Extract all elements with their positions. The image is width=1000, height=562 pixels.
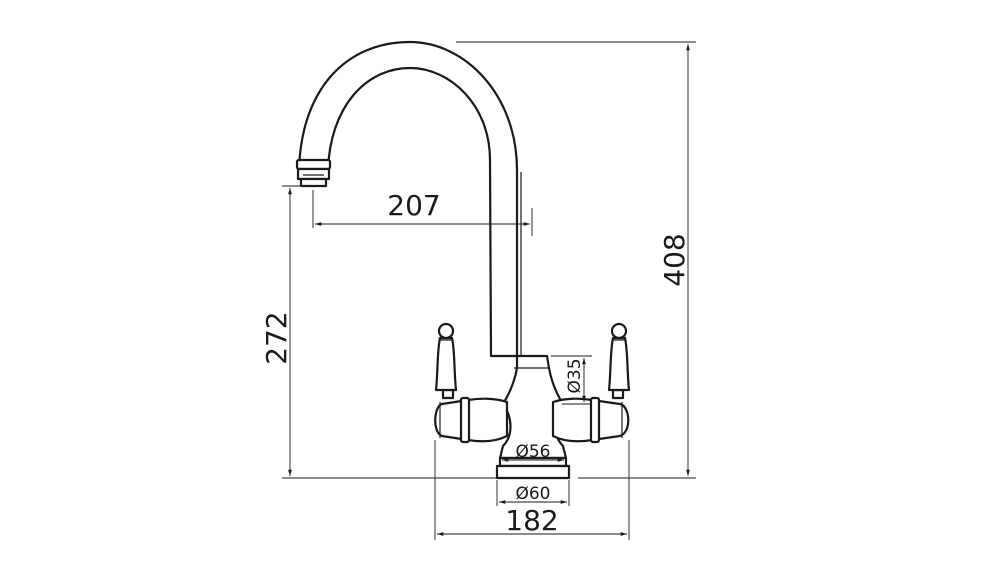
- dimension-overall-width: 182: [434, 440, 630, 540]
- aerator: [295, 158, 332, 188]
- right-handle: [551, 322, 631, 444]
- spout-reach-label: 207: [387, 189, 440, 222]
- neck-diameter-label: Ø35: [565, 358, 585, 393]
- dimension-spout-height: 272: [260, 185, 497, 479]
- dimension-total-height: 408: [456, 41, 696, 479]
- base: [495, 456, 571, 480]
- faucet: [295, 40, 631, 480]
- base-bottom-diameter-label: Ø60: [515, 484, 550, 504]
- total-height-label: 408: [658, 233, 691, 286]
- dimension-spout-reach: 207: [312, 189, 533, 236]
- dimension-base-top-diameter: Ø56: [502, 442, 564, 462]
- dimension-neck-diameter: Ø35: [551, 355, 592, 405]
- dimension-base-bottom-diameter: Ø60: [496, 480, 570, 506]
- spout-height-label: 272: [260, 311, 293, 364]
- left-handle: [434, 322, 509, 444]
- overall-width-label: 182: [505, 504, 558, 537]
- base-top-diameter-label: Ø56: [515, 442, 550, 462]
